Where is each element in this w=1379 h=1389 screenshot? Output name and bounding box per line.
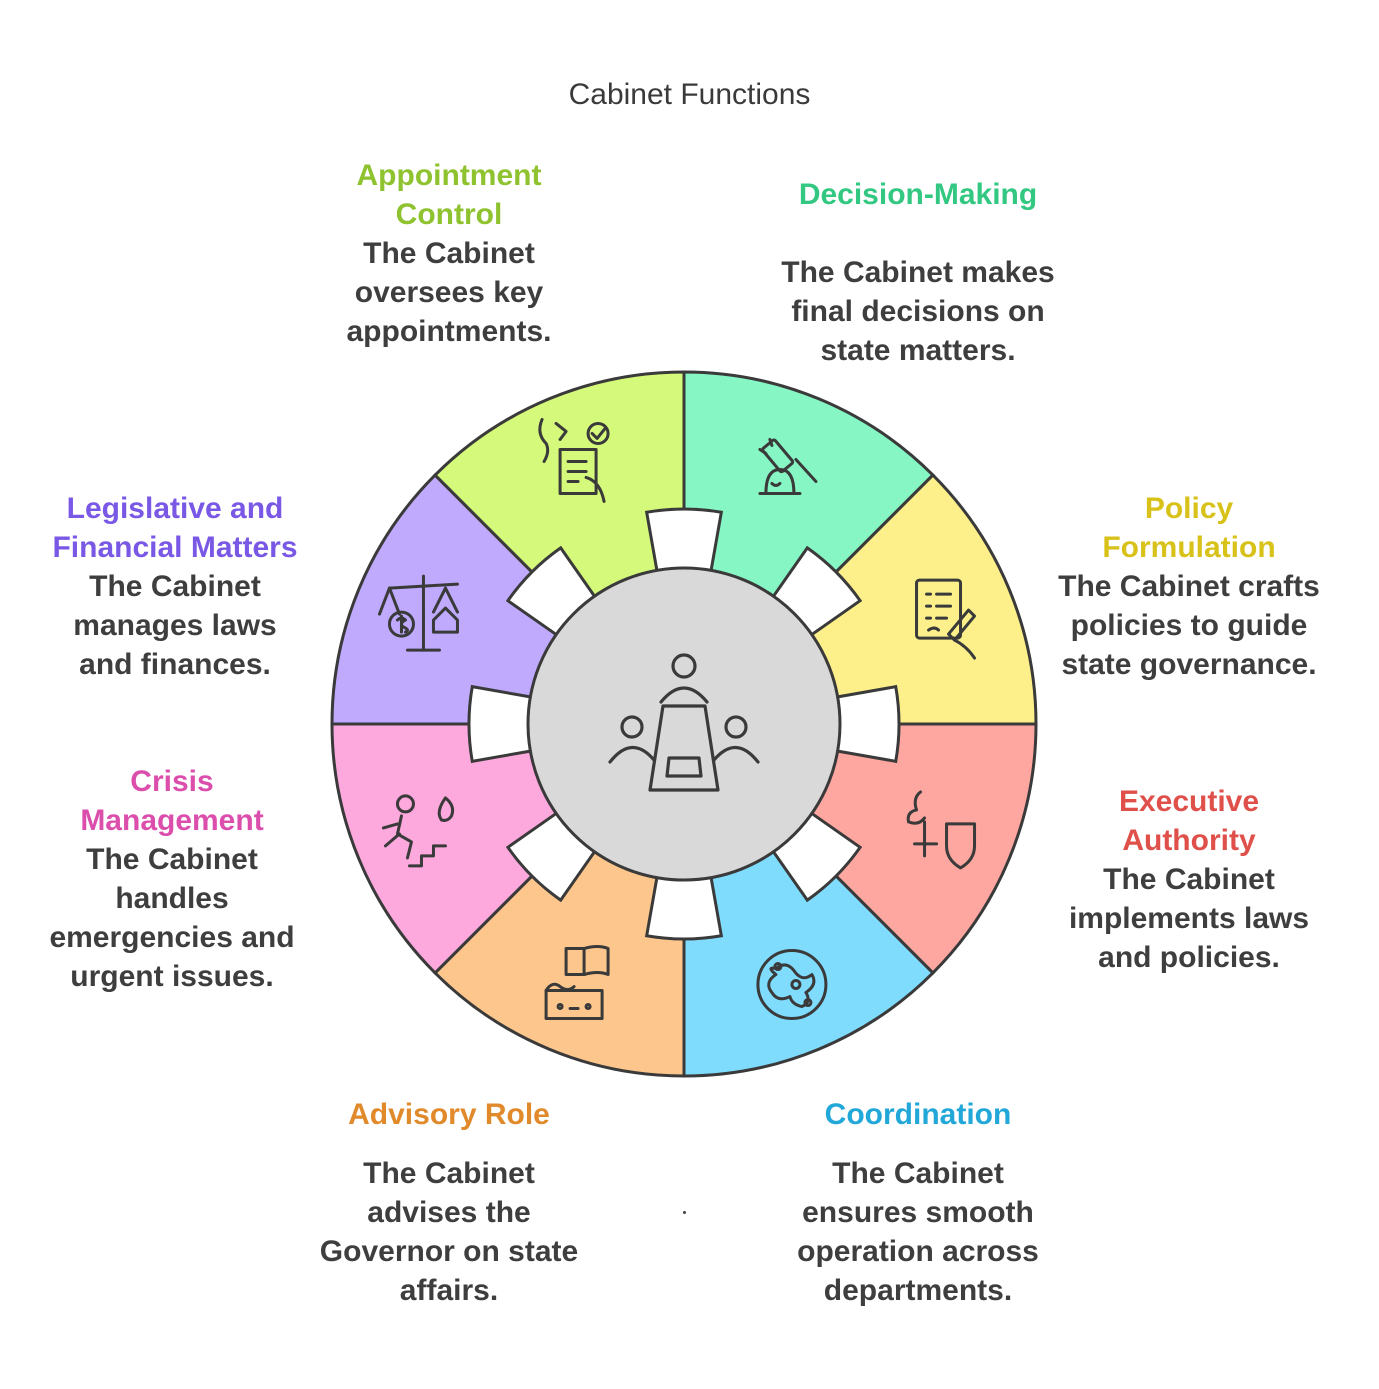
description-line: The Cabinet: [832, 1157, 1004, 1190]
description-line: advises the: [367, 1196, 531, 1229]
description-line: handles: [115, 882, 229, 915]
stray-dot: [683, 1211, 686, 1214]
ring-notch: [833, 684, 901, 764]
description-line: urgent issues.: [70, 960, 274, 993]
description-line: The Cabinet makes: [781, 256, 1055, 289]
book-advisor-icon: [544, 945, 610, 1021]
ring-notch: [644, 873, 724, 941]
description-line: The Cabinet: [1103, 863, 1275, 896]
ring-notch: [644, 507, 724, 575]
description-line: implements laws: [1068, 902, 1310, 935]
network-coordination-icon: [756, 949, 828, 1021]
description-line: operation across: [797, 1235, 1039, 1268]
description-line: The Cabinet: [86, 843, 258, 876]
description-line: ensures smooth: [802, 1196, 1034, 1229]
description-line: Governor on state: [319, 1235, 579, 1268]
description-line: state governance.: [1061, 648, 1317, 681]
heading-line: Appointment: [356, 159, 542, 192]
description-line: emergencies and: [49, 921, 295, 954]
heading-line: Formulation: [1102, 531, 1276, 564]
heading-line: Policy: [1144, 492, 1234, 525]
shield-authority-icon: [906, 790, 977, 870]
description-line: departments.: [823, 1274, 1013, 1307]
heading-line: Crisis: [130, 765, 214, 798]
center-disc: [526, 566, 842, 882]
document-signing-icon: [915, 578, 977, 660]
description-line: policies to guide: [1070, 609, 1308, 642]
description-line: and finances.: [79, 648, 271, 681]
heading-line: Advisory Role: [348, 1098, 550, 1131]
description-line: The Cabinet: [363, 237, 535, 270]
emergency-escape-icon: [381, 794, 455, 868]
description-line: The Cabinet crafts: [1058, 570, 1320, 603]
checklist-approval-icon: [538, 417, 610, 503]
heading-line: Legislative and: [66, 492, 284, 525]
heading-line: Control: [395, 198, 503, 231]
description-line: The Cabinet: [363, 1157, 535, 1190]
meeting-table-icon: [608, 653, 760, 792]
heading-line: Decision-Making: [798, 178, 1038, 211]
description-line: appointments.: [346, 315, 552, 348]
heading-line: Management: [80, 804, 264, 837]
description-line: oversees key: [354, 276, 544, 309]
description-line: state matters.: [820, 334, 1016, 367]
scales-money-icon: [377, 574, 459, 652]
heading-line: Coordination: [824, 1098, 1012, 1131]
gavel-icon: [758, 437, 818, 495]
description-line: The Cabinet: [89, 570, 261, 603]
page-title: Cabinet Functions: [568, 78, 811, 111]
description-line: affairs.: [399, 1274, 499, 1307]
heading-line: Financial Matters: [52, 531, 298, 564]
heading-line: Authority: [1122, 824, 1256, 857]
description-line: manages laws: [73, 609, 277, 642]
description-line: and policies.: [1098, 941, 1280, 974]
description-line: final decisions on: [791, 295, 1045, 328]
heading-line: Executive: [1118, 785, 1260, 818]
ring-notch: [467, 684, 535, 764]
